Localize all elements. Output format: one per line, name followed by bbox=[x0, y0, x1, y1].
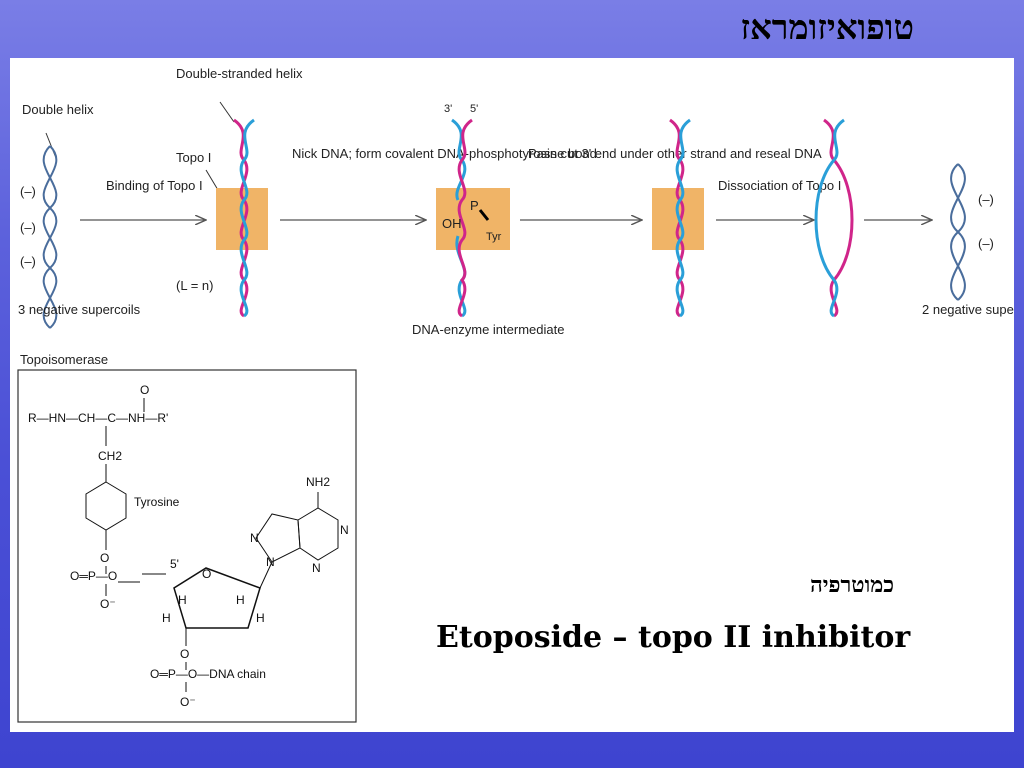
neg-sign-4: (–) bbox=[978, 192, 994, 207]
end-supercoils-label: 2 negative supercoils bbox=[922, 302, 1014, 317]
hebrew-caption: כמוטרפיה bbox=[810, 572, 894, 598]
ester-o: O bbox=[100, 551, 109, 565]
neg-sign-1: (–) bbox=[20, 184, 36, 199]
intermediate-label: DNA-enzyme intermediate bbox=[412, 322, 564, 337]
neg-sign-3: (–) bbox=[20, 254, 36, 269]
step2-label: Nick DNA; form covalent DNA-phosphotyros… bbox=[292, 146, 597, 161]
tyrosine-label: Tyrosine bbox=[134, 495, 180, 509]
h-1: H bbox=[178, 593, 187, 607]
n-1: N bbox=[340, 523, 349, 537]
chemistry-box bbox=[17, 369, 357, 723]
content-panel: Double helix (–) (–) (–) 3 negative supe… bbox=[10, 58, 1014, 732]
carbonyl-o: O bbox=[140, 383, 149, 397]
double-stranded-label: Double-stranded helix bbox=[176, 66, 303, 81]
dna-chain-label: O═P—O—DNA chain bbox=[150, 667, 266, 681]
supercoil-start bbox=[42, 145, 58, 329]
step4-label: Dissociation of Topo I bbox=[718, 178, 841, 193]
dna-o-minus: O⁻ bbox=[180, 695, 196, 709]
n-9: N bbox=[266, 555, 275, 569]
start-supercoils-label: 3 negative supercoils bbox=[18, 302, 141, 317]
linking-number-label: (L = n) bbox=[176, 278, 213, 293]
chemistry-structure: R—HN—CH—C—NH—R' O CH2 Tyrosine O O═P—O O… bbox=[28, 383, 349, 709]
neg-sign-5: (–) bbox=[978, 236, 994, 251]
supercoil-end bbox=[950, 163, 966, 301]
phosphate-label: P bbox=[470, 198, 479, 213]
topo-enzyme-2 bbox=[436, 188, 510, 250]
tyr-label: Tyr bbox=[486, 231, 502, 243]
phosphate-o-minus: O⁻ bbox=[100, 597, 116, 611]
n-3: N bbox=[312, 561, 321, 575]
h-2: H bbox=[236, 593, 245, 607]
oh-label: OH bbox=[442, 216, 462, 231]
three-prime-o: O bbox=[180, 647, 189, 661]
phosphate-group: O═P—O bbox=[70, 569, 117, 583]
step3-label: Pass cut 3' end under other strand and r… bbox=[528, 146, 822, 161]
end-3-label: 3' bbox=[444, 103, 452, 115]
step1-label: Binding of Topo I bbox=[106, 178, 203, 193]
end-5-label: 5' bbox=[470, 103, 478, 115]
h-3: H bbox=[162, 611, 171, 625]
n-7: N bbox=[250, 531, 259, 545]
h-4: H bbox=[256, 611, 265, 625]
nh2-label: NH2 bbox=[306, 475, 330, 489]
five-prime-label: 5' bbox=[170, 557, 179, 571]
chemistry-title: Topoisomerase bbox=[20, 352, 108, 367]
topoisomerase-figure: Double helix (–) (–) (–) 3 negative supe… bbox=[17, 66, 1014, 723]
topo-label: Topo I bbox=[176, 150, 211, 165]
slide-title: טופואיזומראז bbox=[740, 8, 914, 48]
ring-o: O bbox=[202, 567, 211, 581]
neg-sign-2: (–) bbox=[20, 220, 36, 235]
etoposide-caption: Etoposide – topo II inhibitor bbox=[436, 620, 911, 655]
double-helix-label: Double helix bbox=[22, 102, 94, 117]
ch2-label: CH2 bbox=[98, 449, 122, 463]
backbone-formula: R—HN—CH—C—NH—R' bbox=[28, 411, 168, 425]
